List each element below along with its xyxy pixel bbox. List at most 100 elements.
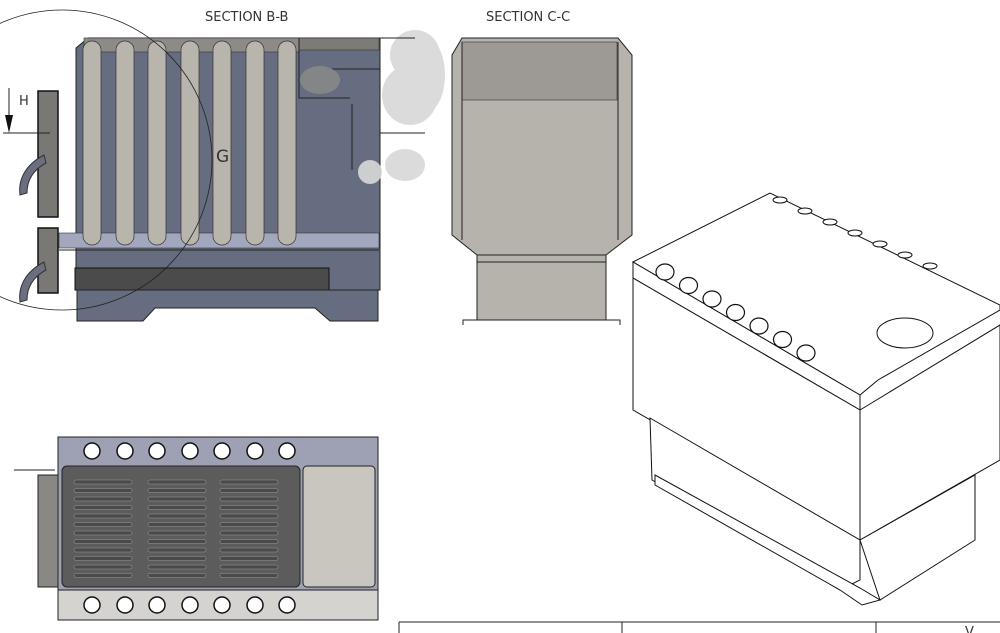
grate-slot (219, 573, 279, 578)
bottom-hole (213, 596, 231, 614)
iso-back-hole (847, 229, 863, 237)
grate-slot (147, 505, 207, 510)
iso-back-hole (897, 251, 913, 259)
top-hole (83, 442, 101, 460)
iso-hole (678, 276, 699, 295)
title-block: V (398, 621, 1000, 633)
iso-hole (655, 263, 675, 281)
section-h-arrow-icon (5, 115, 13, 133)
top-hole (116, 442, 134, 460)
iso-hole (772, 330, 793, 349)
grate-slot (147, 479, 207, 485)
lower-door-handle[interactable] (19, 261, 47, 303)
top-hole (246, 442, 264, 460)
top-hole (213, 442, 231, 460)
fire-tube (212, 40, 232, 246)
grate-slot (147, 539, 207, 544)
bottom-hole (181, 596, 199, 614)
tube-group (82, 40, 297, 246)
bottom-hole (246, 596, 264, 614)
smoke-cloud (300, 30, 445, 184)
detail-g-circle (0, 9, 213, 311)
grate-slot (147, 547, 207, 553)
top-hole (278, 442, 296, 460)
baffle (298, 38, 350, 99)
iso-back-hole (772, 196, 788, 204)
grate-slot (73, 564, 133, 570)
top-hole (181, 442, 199, 460)
fire-tube (115, 40, 135, 246)
grate-slot (73, 479, 133, 485)
grate-slot (219, 547, 279, 553)
grate-slot (73, 556, 133, 561)
iso-hole (796, 344, 816, 362)
iso-back-hole (872, 240, 888, 248)
lower-neck (476, 254, 607, 321)
hole-group (83, 442, 296, 614)
grate-slot (73, 547, 133, 553)
detail-g-label: G (216, 147, 229, 167)
fire-tube (180, 40, 200, 246)
smoke-chamber-top (298, 37, 380, 51)
grate-slot (73, 522, 133, 527)
upper-door[interactable] (37, 90, 59, 218)
grate-slot (219, 488, 279, 493)
section-h-label: H (19, 94, 29, 109)
grate-slot (73, 488, 133, 493)
ash-tray (74, 267, 330, 291)
grate-slot (219, 539, 279, 544)
bottom-hole (83, 596, 101, 614)
bottom-hole (278, 596, 296, 614)
upper-door-handle[interactable] (19, 154, 47, 196)
grate-slot (219, 522, 279, 527)
isometric-view (631, 192, 1000, 606)
iso-flue-opening (876, 317, 934, 349)
grate-slot (147, 496, 207, 502)
bottom-hole (148, 596, 166, 614)
section-c-title: SECTION C-C (486, 10, 570, 25)
side-door[interactable] (37, 474, 59, 588)
iso-right-face (859, 324, 1000, 541)
grate-slot (147, 556, 207, 561)
grate-slot (147, 530, 207, 536)
grate-slot (147, 522, 207, 527)
grate-slot (147, 513, 207, 519)
grate-slot (219, 479, 279, 485)
grate-slot (147, 488, 207, 493)
title-block-rev: V (965, 625, 974, 633)
bottom-hole (116, 596, 134, 614)
section-b-b-view: G H SECTION B-B (0, 9, 445, 322)
grate-slot (219, 556, 279, 561)
grate-slot (73, 530, 133, 536)
grate-slot (73, 539, 133, 544)
grate-slot (219, 530, 279, 536)
lower-door[interactable] (37, 227, 59, 294)
section-b-title: SECTION B-B (205, 10, 288, 25)
light-panel (302, 465, 376, 588)
slot-group (73, 479, 279, 578)
base (76, 289, 379, 322)
grate-slot (219, 513, 279, 519)
upper-panel (461, 41, 618, 101)
grate-slot (219, 505, 279, 510)
iso-hole-group (655, 196, 938, 362)
foot-right (606, 319, 621, 325)
fire-tube (277, 40, 297, 246)
iso-back-hole (822, 218, 838, 226)
iso-hole (702, 290, 722, 308)
foot-left (462, 319, 477, 325)
top-view (14, 436, 379, 621)
iso-hole (725, 303, 746, 322)
grate-slot (73, 496, 133, 502)
fire-tube (147, 40, 167, 246)
iso-hole (749, 317, 769, 335)
grate-slot (73, 573, 133, 578)
grate-slot (147, 564, 207, 570)
grate-slot (147, 573, 207, 578)
grate-slot (73, 513, 133, 519)
fire-tube (82, 40, 102, 246)
grate-slot (219, 496, 279, 502)
iso-base-right (859, 474, 976, 601)
iso-back-hole (922, 262, 938, 270)
